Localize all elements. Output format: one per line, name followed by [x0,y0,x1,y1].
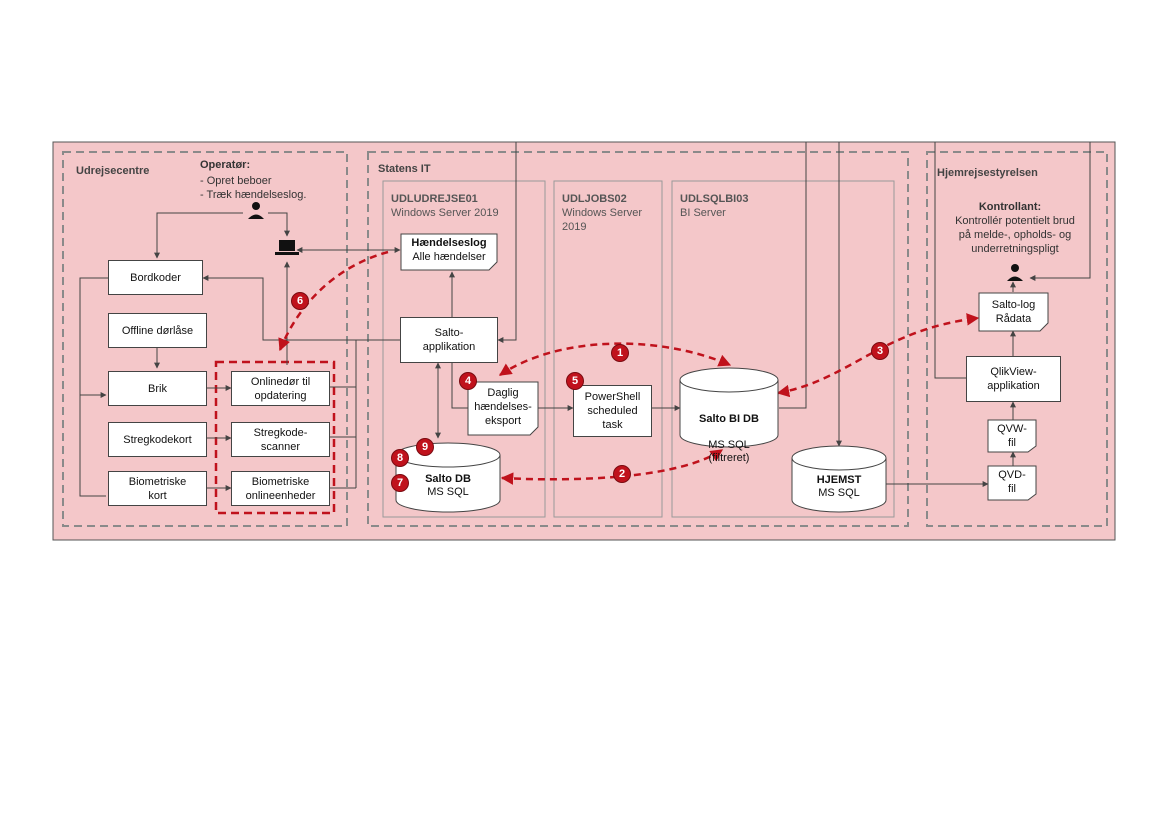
section-title-statens-it: Statens IT [378,163,431,175]
kontrollant-title: Kontrollant: [978,201,1042,213]
db-salto-bi-sub: MS SQL (filtreret) [708,439,750,464]
db-hjemst-name: HJEMST [816,474,862,486]
box-offline-dorlase: Offline dørlåse [108,313,207,348]
doc-saltolog-shape [978,292,1049,332]
db-salto: Salto DB MS SQL [396,473,500,499]
server-udljobs02 [553,180,663,518]
db-salto-sub: MS SQL [427,486,469,498]
flow-3 [776,313,980,398]
doc-haendelseslog-sub: Alle hændelser [412,251,486,263]
section-udrejsecentre [62,151,348,527]
db-salto-bi-name: Salto BI DB [699,413,759,425]
box-biometriske-onlineenheder: Biometriske onlineenheder [231,471,330,506]
db-hjemst-sub: MS SQL [818,487,860,499]
server-os-udljobs02: Windows Server 2019 [562,207,643,233]
section-hjemrejsestyrelsen [926,151,1108,527]
doc-daglig-shape [467,381,539,436]
doc-qvw-fil: QVW- fil [997,423,1027,449]
box-onlinedor: Onlinedør til opdatering [231,371,330,406]
db-hjemst: HJEMST MS SQL [792,474,886,500]
badge-4: 4 [459,372,477,390]
server-os-udludrejse01: Windows Server 2019 [391,207,499,219]
server-name-udludrejse01: UDLUDREJSE01 [391,193,478,205]
section-title-udrejsecentre: Udrejsecentre [76,165,150,177]
box-stregkodescanner: Stregkode- scanner [231,422,330,457]
operator-title: Operatør: [200,159,251,171]
server-name-udljobs02: UDLJOBS02 [562,193,627,205]
section-statens-it [367,151,909,527]
badge-3: 3 [871,342,889,360]
laptop-icon [275,240,299,255]
badge-2: 2 [613,465,631,483]
box-biometriske-kort: Biometriske kort [108,471,207,506]
operator-person-icon [248,202,264,219]
operator-line-2: - Træk hændelseslog. [200,189,307,201]
badge-1: 1 [611,344,629,362]
kontrollant-person-icon [1007,264,1023,281]
box-qlikview-applikation: QlikView- applikation [966,356,1061,402]
server-udludrejse01 [382,180,546,518]
box-stregkodekort: Stregkodekort [108,422,207,457]
section-title-hjemrejsestyrelsen: Hjemrejsestyrelsen [937,167,1038,179]
box-brik: Brik [108,371,207,406]
badge-8: 8 [391,449,409,467]
doc-haendelseslog-shape [400,233,498,271]
badge-5: 5 [566,372,584,390]
doc-qvd-shape [987,465,1037,501]
doc-salto-log: Salto-log Rådata [991,299,1036,325]
db-salto-bi: Salto BI DB MS SQL (filtreret) [680,400,778,465]
server-name-udlsqlbi03: UDLSQLBI03 [680,193,749,205]
box-bordkoder: Bordkoder [108,260,203,295]
db-salto-name: Salto DB [425,473,471,485]
badge-7: 7 [391,474,409,492]
kontrollant-text: Kontrollér potentielt brud på melde-, op… [955,215,1075,255]
doc-qvd-fil: QVD- fil [998,469,1026,495]
box-salto-applikation: Salto- applikation [400,317,498,363]
box-powershell-task: PowerShell scheduled task [573,385,652,437]
operator-line-1: - Opret beboer [200,175,272,187]
flow-1 [498,342,732,377]
badge-9: 9 [416,438,434,456]
doc-daglig-eksport: Daglig hændelses- eksport [474,387,532,427]
badge-6: 6 [291,292,309,310]
doc-qvw-shape [987,419,1037,453]
server-os-udlsqlbi03: BI Server [680,207,726,219]
flow-6 [278,250,389,352]
doc-haendelseslog-title: Hændelseslog [411,237,487,249]
